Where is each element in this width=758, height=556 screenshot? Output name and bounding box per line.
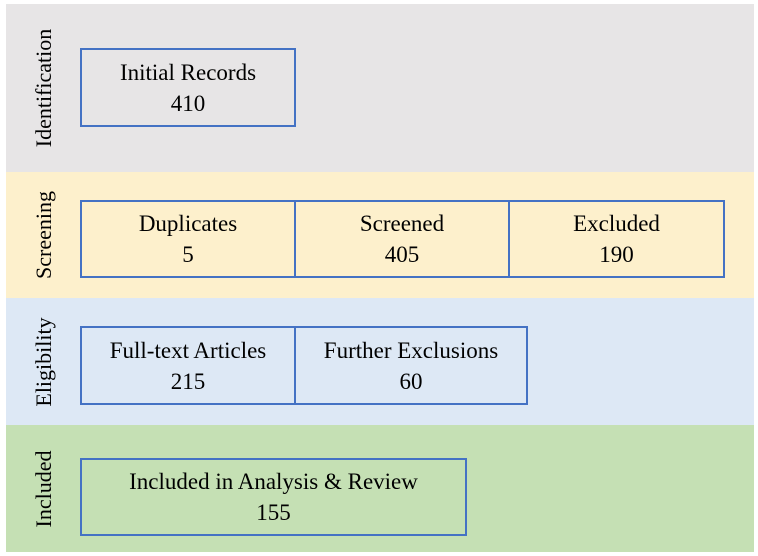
box-full-text-articles-title: Full-text Articles	[109, 337, 267, 363]
box-initial-records-value: 410	[170, 90, 206, 116]
box-excluded-title: Excluded	[573, 211, 660, 236]
box-screened-value: 405	[384, 242, 420, 267]
box-initial-records-title: Initial Records	[119, 59, 257, 85]
band-label-screening: Screening	[31, 191, 56, 279]
band-eligibility: Eligibility Full-text Articles 215 Furth…	[6, 298, 754, 425]
box-included-in-analysis: Included in Analysis & Review 155	[80, 458, 467, 536]
box-duplicates-value: 5	[182, 242, 194, 267]
box-duplicates: Duplicates 5	[80, 200, 296, 278]
box-further-exclusions: Further Exclusions 60	[294, 326, 528, 405]
box-excluded: Excluded 190	[508, 200, 725, 278]
box-included-in-analysis-title: Included in Analysis & Review	[129, 469, 418, 494]
box-duplicates-title: Duplicates	[138, 211, 238, 236]
box-included-in-analysis-value: 155	[256, 500, 291, 525]
box-screened: Screened 405	[294, 200, 510, 278]
box-full-text-articles: Full-text Articles 215	[80, 326, 296, 405]
box-excluded-value: 190	[599, 242, 634, 267]
box-screened-title: Screened	[359, 211, 445, 236]
band-label-eligibility: Eligibility	[31, 316, 56, 407]
band-screening: Screening Duplicates 5 Screened 405 Excl…	[6, 172, 754, 298]
band-label-identification: Identification	[31, 28, 56, 148]
band-included: Included Included in Analysis & Review 1…	[6, 425, 754, 552]
box-further-exclusions-title: Further Exclusions	[323, 337, 499, 363]
box-full-text-articles-value: 215	[170, 368, 206, 394]
box-further-exclusions-value: 60	[399, 368, 423, 394]
box-initial-records: Initial Records 410	[80, 48, 296, 127]
band-label-included: Included	[31, 450, 56, 527]
band-identification: Identification Initial Records 410	[6, 4, 754, 172]
